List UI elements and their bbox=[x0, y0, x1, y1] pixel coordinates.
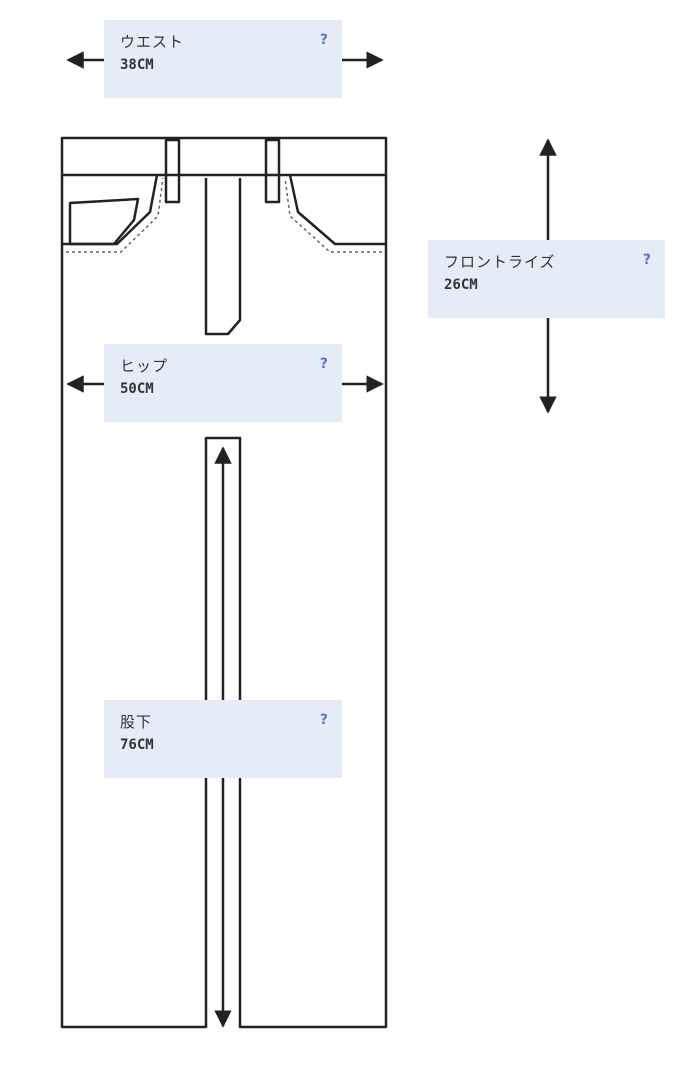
left-pocket-stitch bbox=[66, 177, 164, 253]
inseam-value: 76CM bbox=[120, 737, 154, 753]
belt-loop-left bbox=[164, 138, 181, 204]
inseam-label-name: 股下 bbox=[120, 713, 153, 731]
left-coin-pocket bbox=[68, 197, 140, 246]
hip-value: 50CM bbox=[120, 381, 154, 397]
left-pocket bbox=[62, 174, 159, 246]
inseam-label: 股下 76CM ? bbox=[104, 700, 342, 778]
fly bbox=[204, 178, 242, 336]
hip-label-name: ヒップ bbox=[120, 357, 169, 375]
waist-value: 38CM bbox=[120, 57, 154, 73]
hip-help-button[interactable]: ? bbox=[319, 356, 328, 372]
waist-label: ウエスト 38CM ? bbox=[104, 20, 342, 98]
front-rise-label: フロントライズ 26CM ? bbox=[428, 240, 665, 318]
hip-label: ヒップ 50CM ? bbox=[104, 344, 342, 422]
inseam-help-button[interactable]: ? bbox=[319, 712, 328, 728]
pants-outline bbox=[60, 136, 388, 1029]
front-rise-label-name: フロントライズ bbox=[444, 253, 556, 271]
belt-loop-right bbox=[264, 138, 281, 204]
front-rise-value: 26CM bbox=[444, 277, 478, 293]
waist-label-name: ウエスト bbox=[120, 33, 185, 51]
right-pocket bbox=[288, 174, 386, 246]
waist-help-button[interactable]: ? bbox=[319, 32, 328, 48]
right-pocket-stitch bbox=[284, 177, 382, 253]
front-rise-help-button[interactable]: ? bbox=[642, 252, 651, 268]
